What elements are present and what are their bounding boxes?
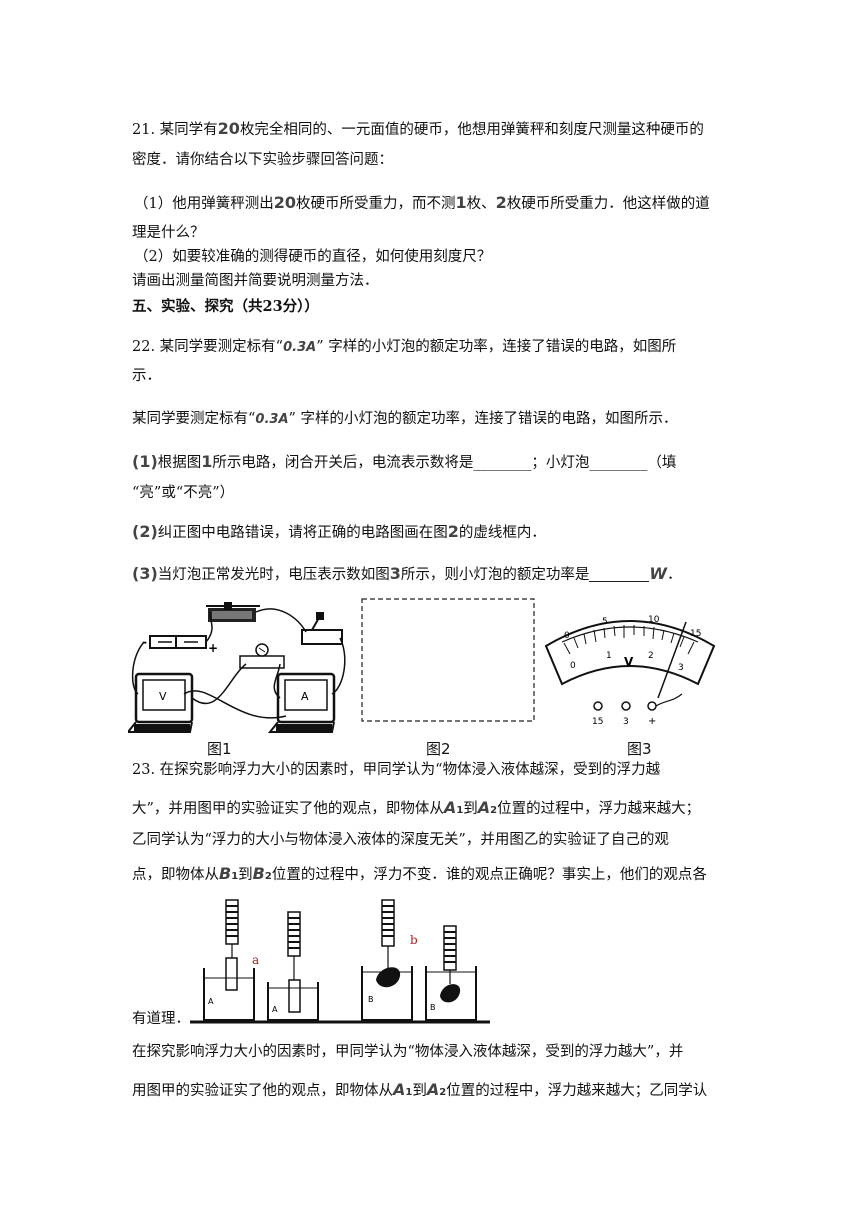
svg-text:b: b [410,933,418,947]
svg-text:1: 1 [606,651,612,661]
q22-repeat-line: 某同学要测定标有“0.3A” 字样的小灯泡的额定功率，连接了错误的电路，如图所示… [132,411,678,427]
svg-text:2: 2 [648,651,654,661]
q23-line-1: 23. 在探究影响浮力大小的因素时，甲同学认为“物体浸入液体越深，受到的浮力越 [132,762,661,778]
svg-text:15: 15 [592,717,603,727]
q22-part-1-cont: “亮”或“不亮”） [132,485,235,501]
q21-step-1-cont: 理是什么？ [132,225,205,241]
svg-text:10: 10 [648,615,660,625]
svg-text:B: B [368,995,374,1004]
svg-text:V: V [624,655,634,669]
q21-step-1: （1）他用弹簧秤测出20枚硬币所受重力，而不测1枚、2枚硬币所受重力．他这样做的… [134,193,710,212]
q23-line-3: 乙同学认为“浮力的大小与物体浸入液体的深度无关”，并用图乙的实验证了自己的观 [132,832,669,848]
svg-text:5: 5 [602,617,608,627]
svg-text:3: 3 [678,663,684,673]
svg-text:a: a [252,953,259,967]
svg-text:+: + [648,716,656,727]
svg-text:0: 0 [564,631,570,641]
q21-step-2: （2）如要较准确的测得硬币的直径，如何使用刻度尺？ [134,249,492,265]
svg-text:15: 15 [690,629,701,639]
q23-repeat-line-2: 用图甲的实验证实了他的观点，即物体从A1到A2位置的过程中，浮力越来越大；乙同学… [132,1080,708,1099]
answer-blank [589,567,650,582]
svg-text:-: - [142,635,147,649]
svg-text:A: A [272,1005,278,1014]
section-5-heading: 五、实验、探究（共23分）） [132,298,319,315]
q21-line-1: 21. 某同学有20枚完全相同的、一元面值的硬币，他想用弹簧秤和刻度尺测量这种硬… [132,119,704,138]
buoyancy-figure: a A A b B B [190,899,490,1024]
q22-part-1: (1)根据图1所示电路，闭合开关后，电流表示数将是________；小灯泡___… [132,452,677,471]
figure-1-circuit: - + V A [128,602,346,733]
q23-repeat-line-1: 在探究影响浮力大小的因素时，甲同学认为“物体浸入液体越深，受到的浮力越大”，并 [132,1044,684,1060]
q21-line-2: 密度．请你结合以下实验步骤回答问题： [132,152,393,168]
q22-line-2: 示． [132,368,161,384]
figure-1-caption: 图1 [207,740,232,758]
q21-step-3: 请画出测量简图并简要说明测量方法． [132,273,379,289]
q23-line-5: 有道理． [132,1011,190,1027]
svg-text:B: B [430,1003,436,1012]
svg-text:V: V [159,690,167,703]
svg-text:+: + [208,641,218,655]
figure-2-dashed-box [361,598,535,722]
svg-text:3: 3 [623,717,629,727]
q23-line-2: 大”，并用图甲的实验证实了他的观点，即物体从A1到A2位置的过程中，浮力越来越大… [132,798,701,817]
q22-part-2: (2)纠正图中电路错误，请将正确的电路图画在图2的虚线框内． [132,522,546,541]
q22-line-1: 22. 某同学要测定标有“0.3A” 字样的小灯泡的额定功率，连接了错误的电路，… [132,339,677,355]
figure-3-caption: 图3 [627,740,652,758]
svg-text:0: 0 [570,661,576,671]
svg-text:A: A [208,997,214,1006]
svg-text:A: A [301,690,309,703]
q23-line-4: 点，即物体从B1到B2位置的过程中，浮力不变．谁的观点正确呢？事实上，他们的观点… [132,864,707,883]
figure-2-caption: 图2 [426,740,451,758]
figure-3-voltmeter-dial: 0 5 10 15 0 1 2 3 V 15 3 + [544,615,716,727]
